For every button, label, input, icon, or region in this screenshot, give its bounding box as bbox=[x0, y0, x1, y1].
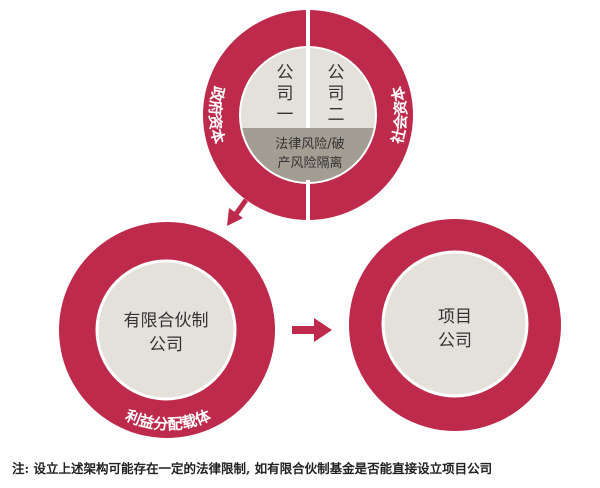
isolation-text: 产风险隔离 bbox=[277, 155, 342, 171]
right-inner bbox=[381, 250, 529, 398]
left-inner bbox=[95, 259, 237, 401]
divider bbox=[306, 5, 310, 128]
company-one-char: 公 bbox=[277, 63, 294, 83]
lp-company-text: 公司 bbox=[149, 335, 183, 355]
social-capital-label: 社会资本 bbox=[388, 84, 410, 146]
footnote: 注: 设立上述架构可能存在一定的法律限制, 如有限合伙制基金是否能直接设立项目公… bbox=[12, 461, 493, 476]
top-circle: 公 司 一 公 司 二 法律风险/破 产风险隔离 政府资本 社会资本 bbox=[203, 5, 413, 225]
company-two-char: 二 bbox=[328, 105, 345, 125]
arrow-right-icon bbox=[292, 318, 332, 342]
company-two-char: 公 bbox=[328, 63, 345, 83]
arrow-down-left-icon bbox=[227, 198, 249, 226]
government-capital-label: 政府资本 bbox=[206, 84, 228, 145]
divider bbox=[306, 180, 310, 225]
left-circle: 有限合伙制 公司 利益分配载体 bbox=[59, 222, 275, 438]
company-one-char: 司 bbox=[277, 84, 294, 104]
isolation-text: 法律风险/破 bbox=[275, 137, 344, 152]
lp-company-text: 有限合伙制 bbox=[124, 311, 209, 331]
company-one-char: 一 bbox=[277, 105, 294, 125]
project-company-text: 项目 bbox=[438, 307, 472, 327]
right-circle: 项目 公司 bbox=[349, 219, 561, 431]
company-two-char: 司 bbox=[328, 84, 345, 104]
project-company-text: 公司 bbox=[438, 331, 472, 351]
